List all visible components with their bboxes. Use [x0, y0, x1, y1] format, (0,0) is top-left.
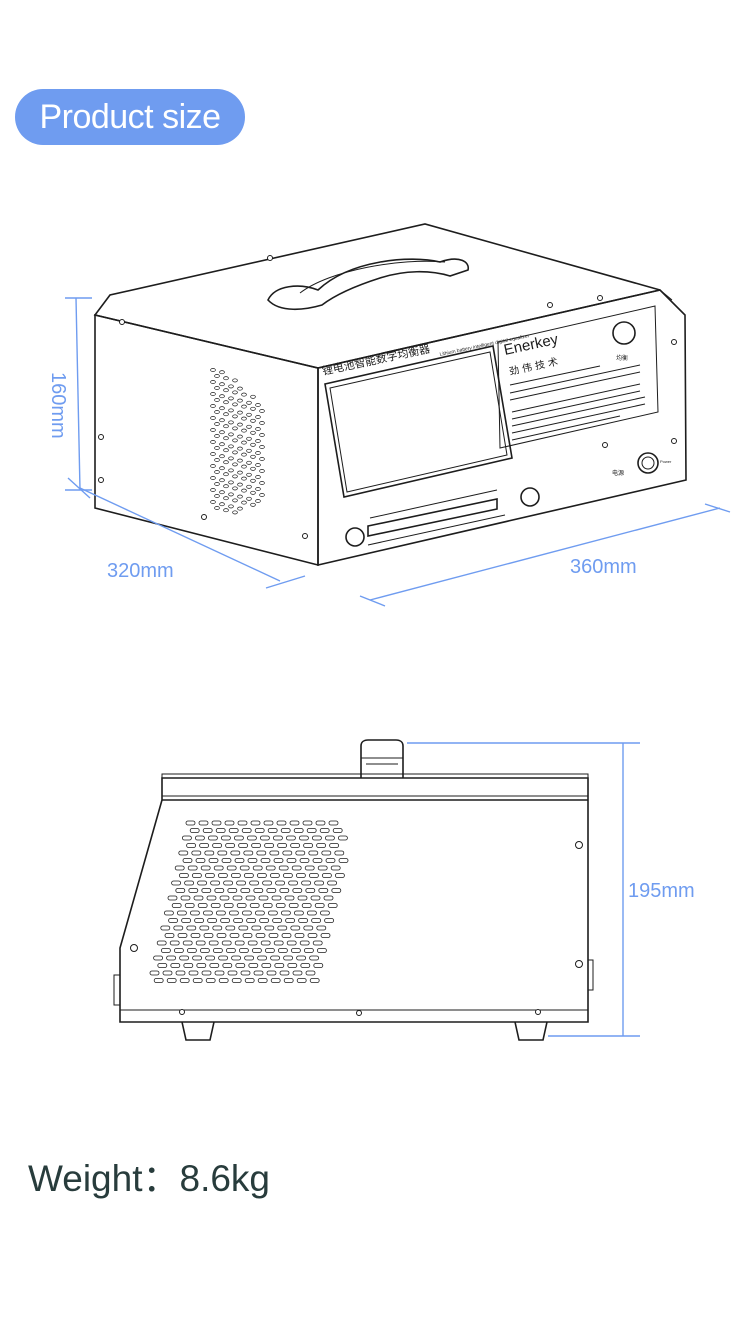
power-label-en: Power	[660, 459, 672, 464]
weight-label: Weight：8.6kg	[28, 1158, 270, 1199]
button-label: 均衡	[616, 354, 628, 362]
side-view	[113, 739, 594, 1041]
brand-text: Enerkey	[502, 331, 560, 359]
dimension-lines-side	[407, 742, 640, 1037]
depth-label: 320mm	[107, 560, 174, 582]
width-label: 360mm	[570, 556, 637, 578]
height-label-top: 160mm	[47, 372, 69, 439]
isometric-view: Enerkey 劲 伟 技 术 锂电池智能数字均衡器 Lithium batte…	[93, 223, 687, 567]
side-vent-pattern	[149, 820, 349, 983]
vent-pattern	[210, 368, 265, 515]
power-label: 电源	[612, 469, 624, 477]
dimension-lines-top	[65, 297, 731, 607]
height-label-side: 195mm	[628, 880, 695, 902]
product-size-badge: Product size	[15, 89, 245, 145]
brand-cn-text: 劲 伟 技 术	[508, 355, 559, 378]
